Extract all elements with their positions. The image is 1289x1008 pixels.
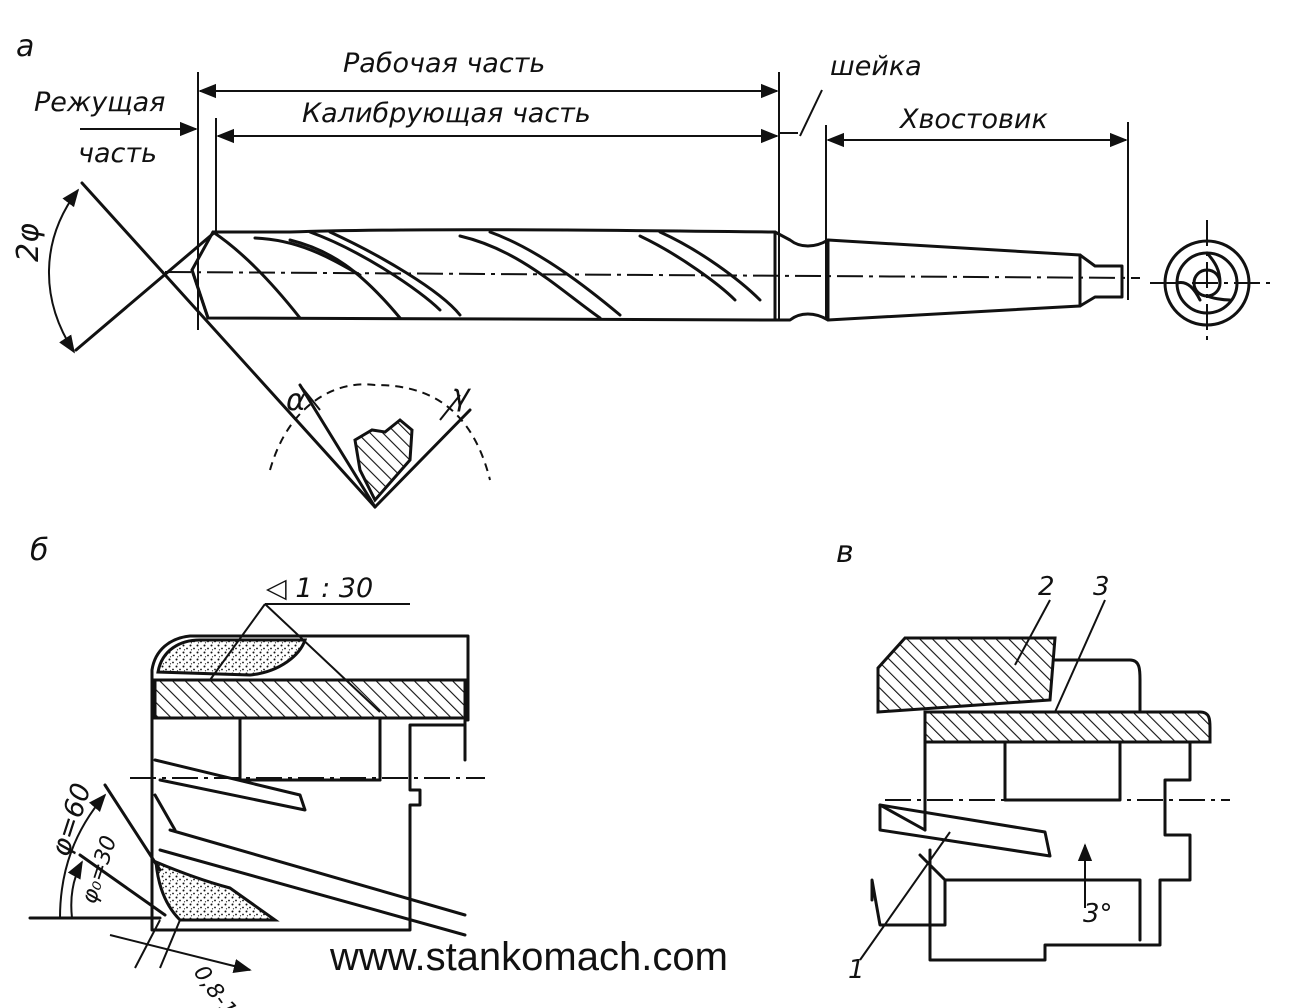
chamfer-label: 0,8-1: [188, 961, 241, 1008]
phi-secondary-label: φ₀=30: [77, 833, 122, 907]
part-3-label: 3: [1093, 572, 1110, 602]
figure-a-label: а: [16, 29, 34, 64]
taper-label: ◁ 1 : 30: [265, 573, 373, 604]
calibrating-part-label: Калибрующая часть: [302, 98, 591, 129]
phi-main-label: φ=60: [45, 779, 98, 860]
figure-c-label: в: [836, 535, 854, 570]
gamma-angle-label: γ: [452, 378, 472, 413]
point-angle-label: 2φ: [11, 223, 46, 262]
alpha-angle-label: α: [286, 383, 306, 418]
figure-b-reamer: [28, 603, 485, 974]
cutting-part-label-line2: часть: [78, 138, 157, 169]
figure-b-label: б: [30, 533, 49, 568]
figure-c-assembly: [859, 599, 1230, 962]
drill-end-view: [1150, 220, 1275, 345]
part-1-label: 1: [848, 955, 865, 985]
figure-a-drill: [48, 72, 1141, 509]
watermark-url: www.stankomach.com: [329, 935, 728, 979]
neck-label: шейка: [830, 51, 922, 82]
shank-label: Хвостовик: [898, 104, 1048, 135]
part-2-label: 2: [1038, 572, 1055, 602]
angle-3deg-label: 3°: [1083, 899, 1113, 929]
working-part-label: Рабочая часть: [343, 48, 545, 79]
cutting-part-label-line1: Режущая: [34, 87, 165, 118]
